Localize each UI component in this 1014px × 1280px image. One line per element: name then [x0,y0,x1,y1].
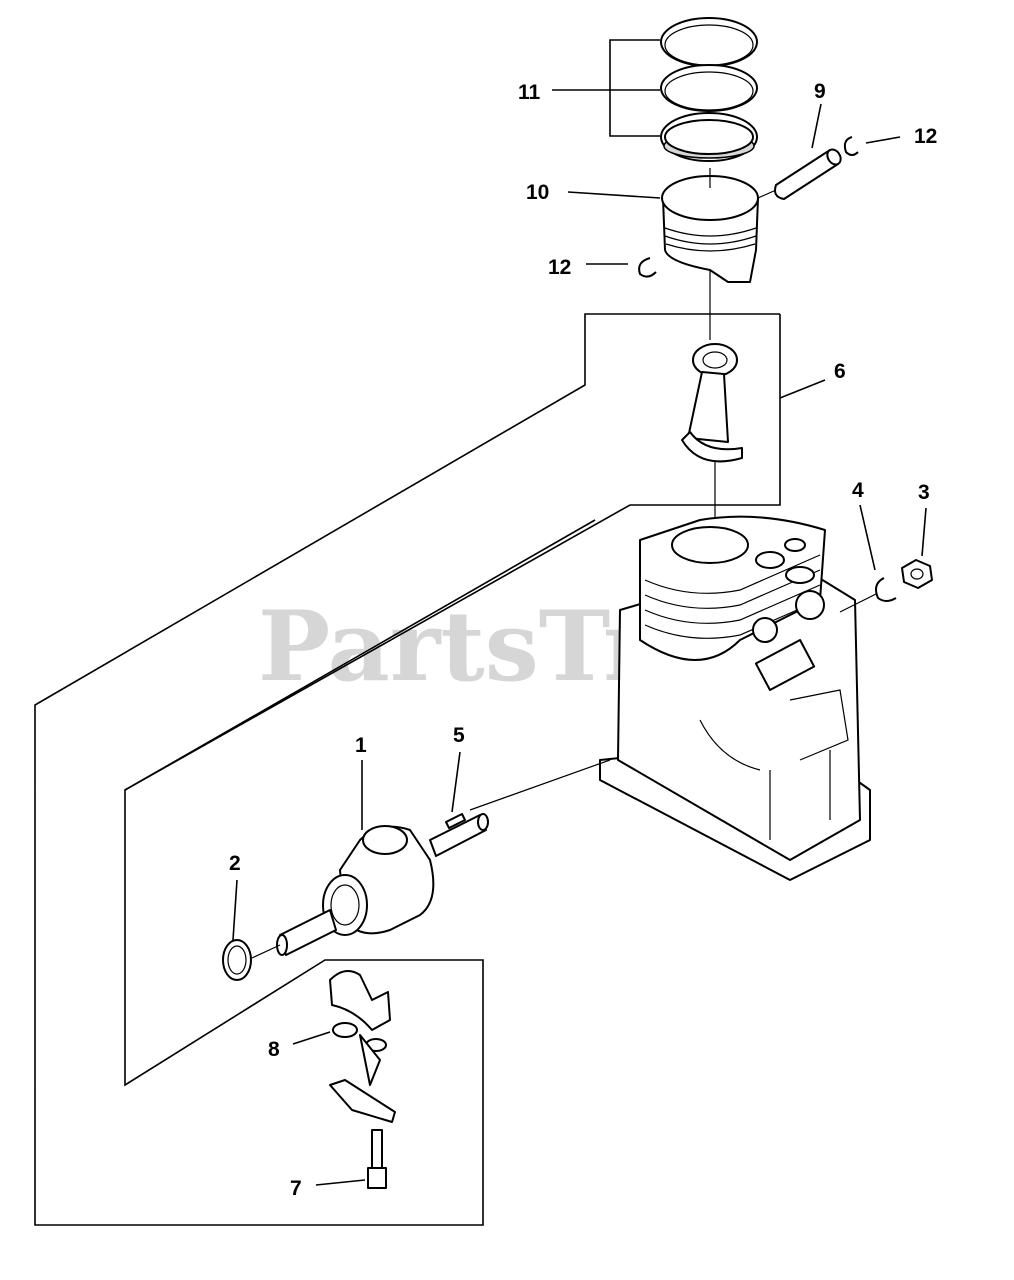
crankshaft [222,813,489,981]
engine-block [469,515,871,881]
callout-9: 9 [814,80,826,103]
piston-pin-clips [638,136,859,278]
connecting-rod [681,343,743,548]
callout-11: 11 [518,81,541,104]
callout-leaders [232,39,927,1186]
callout-2: 2 [229,852,241,875]
callout-10: 10 [526,181,549,204]
washer-and-nut [839,559,933,613]
callout-5: 5 [453,724,465,747]
callout-12-top: 12 [914,125,937,148]
callout-labels: 11 9 12 10 12 6 4 3 1 5 2 8 7 [229,80,937,1200]
callout-4: 4 [852,479,864,502]
piston-pin [757,148,842,200]
callout-6: 6 [834,360,846,383]
callout-12-left: 12 [548,256,571,279]
callout-7: 7 [290,1177,302,1200]
rod-cap-assembly [329,970,396,1189]
callout-3: 3 [918,481,930,504]
callout-1: 1 [355,734,367,757]
callout-8: 8 [268,1038,280,1061]
piston-rings [660,17,758,162]
group-outline-lines [34,313,781,1226]
